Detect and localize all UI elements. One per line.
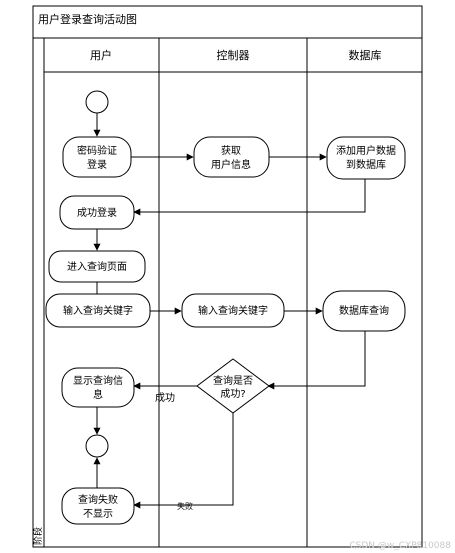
activity-enter-query-page-label: 进入查询页面: [67, 260, 127, 273]
activity-query-fail-hide-line2: 不显示: [83, 508, 113, 520]
activity-show-query-info: [61, 367, 135, 408]
start-node: [85, 90, 109, 114]
side-label: 阶段: [32, 527, 44, 545]
edge-dbquery-to-decision: [267, 331, 366, 390]
edge-decision-to-fail: [133, 413, 234, 509]
activity-input-keyword-controller-label: 输入查询关键字: [198, 304, 268, 317]
activity-get-user-info: [193, 136, 270, 178]
activity-get-user-info-line1: 获取: [221, 145, 241, 157]
edge-label-fail: 失败: [177, 501, 193, 511]
activity-get-user-info-line2: 用户信息: [211, 158, 251, 171]
activity-enter-query-page: [48, 250, 146, 283]
lane-header-user: 用户: [90, 48, 112, 62]
activity-add-user-to-db-line1: 添加用户数据: [336, 144, 396, 157]
activity-login-success-label: 成功登录: [77, 206, 117, 219]
activity-show-query-info-line2: 息: [93, 388, 103, 401]
activity-input-keyword-controller: [181, 293, 285, 328]
diagram-title: 用户登录查询活动图: [38, 12, 137, 26]
activity-password-login: [62, 136, 132, 178]
lane-header-controller: 控制器: [217, 48, 250, 62]
watermark: CSDN @w_CXP810088: [349, 541, 451, 551]
lane-header-database: 数据库: [349, 48, 382, 62]
activity-query-fail-hide: [61, 487, 135, 525]
merge-node: [85, 434, 109, 458]
activity-db-query-label: 数据库查询: [339, 304, 389, 317]
activity-add-user-to-db: [326, 136, 406, 180]
decision-query-success-line1: 查询是否: [213, 374, 253, 387]
activity-db-query: [322, 290, 406, 332]
activity-input-keyword-user: [45, 293, 151, 328]
edge-adddb-to-success: [133, 179, 366, 216]
activity-input-keyword-user-label: 输入查询关键字: [63, 304, 133, 317]
activity-show-query-info-line1: 显示查询信: [73, 374, 123, 387]
activity-add-user-to-db-line2: 到数据库: [346, 158, 386, 171]
activity-query-fail-hide-line1: 查询失败: [78, 493, 118, 506]
decision-query-success-line2: 成功?: [220, 388, 245, 400]
edge-label-success: 成功: [155, 392, 175, 404]
activity-password-login-line2: 登录: [87, 158, 107, 171]
activity-login-success: [59, 195, 135, 230]
decision-query-success: [196, 358, 270, 414]
activity-password-login-line1: 密码验证: [77, 144, 117, 157]
